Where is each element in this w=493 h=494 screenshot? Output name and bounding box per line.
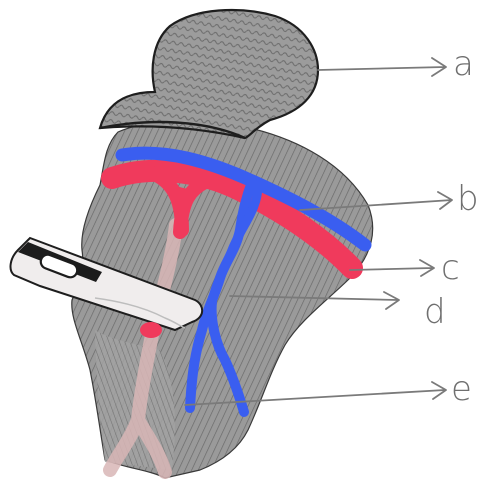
label-a: a: [453, 44, 474, 84]
label-c: c: [441, 248, 460, 288]
label-d: d: [424, 292, 446, 332]
tube-red-opening: [140, 322, 162, 338]
upper-lobe: [100, 10, 318, 138]
label-e: e: [451, 369, 472, 409]
label-b: b: [457, 179, 479, 219]
pointer-a: [318, 58, 446, 76]
